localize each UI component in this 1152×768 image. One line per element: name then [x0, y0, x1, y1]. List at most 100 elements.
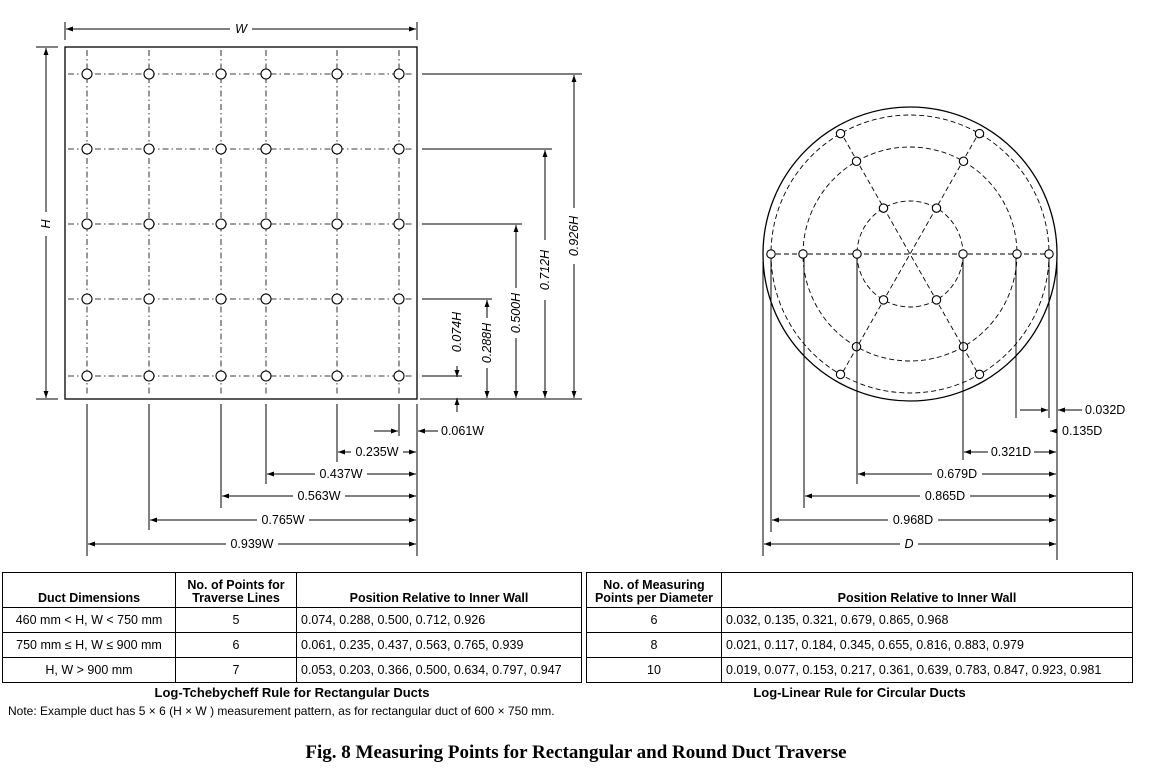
dim-0-288h: 0.288H	[480, 322, 494, 363]
rect-measuring-point	[260, 370, 272, 382]
round-measuring-point	[878, 203, 889, 213]
dim-0-563w: 0.563W	[297, 489, 340, 503]
rect-measuring-point	[215, 218, 227, 230]
rect-measuring-point	[143, 370, 155, 382]
example-note: Note: Example duct has 5 × 6 (H × W ) me…	[8, 704, 555, 718]
dim-0-437w: 0.437W	[319, 467, 362, 481]
rect-measuring-point	[215, 143, 227, 155]
dim-0-926h: 0.926H	[567, 215, 581, 256]
round-measuring-point	[878, 295, 889, 305]
dim-0-074h: 0.074H	[450, 311, 464, 352]
rect-measuring-point	[215, 293, 227, 305]
rect-measuring-point	[393, 68, 405, 80]
rect-measuring-point	[215, 68, 227, 80]
col-traverse-points: No. of Points for Traverse Lines	[175, 572, 297, 608]
rect-measuring-point	[143, 68, 155, 80]
table-cell: 6	[175, 632, 297, 658]
dim-0-235w: 0.235W	[355, 445, 398, 459]
round-measuring-point	[931, 203, 942, 213]
round-measuring-point	[958, 249, 968, 259]
rect-measuring-point	[143, 293, 155, 305]
round-measuring-point	[766, 249, 776, 259]
rect-measuring-point	[393, 370, 405, 382]
rect-measuring-point	[331, 218, 343, 230]
round-measuring-point	[958, 156, 969, 167]
rect-measuring-point	[260, 143, 272, 155]
rect-vertical-traverse-lines	[86, 50, 400, 395]
rect-measuring-point	[81, 218, 93, 230]
rect-measuring-point	[393, 293, 405, 305]
col-position-round: Position Relative to Inner Wall	[721, 572, 1133, 608]
height-label: H	[39, 219, 53, 229]
dim-0-061w: 0.061W	[441, 424, 484, 438]
rect-measuring-point	[331, 68, 343, 80]
rect-measuring-point	[81, 293, 93, 305]
round-measuring-point	[798, 249, 808, 259]
dim-0-032d: 0.032D	[1085, 403, 1125, 417]
rect-measuring-points	[81, 68, 405, 382]
round-duct	[762, 106, 1082, 560]
round-measuring-point	[835, 128, 846, 139]
table-row: 8 0.021, 0.117, 0.184, 0.345, 0.655, 0.8…	[586, 632, 1133, 658]
table-cell: 0.053, 0.203, 0.366, 0.500, 0.634, 0.797…	[296, 657, 582, 683]
rect-measuring-point	[260, 293, 272, 305]
table-cell: 0.074, 0.288, 0.500, 0.712, 0.926	[296, 607, 582, 633]
round-table-caption: Log-Linear Rule for Circular Ducts	[753, 685, 966, 700]
table-cell: H, W > 900 mm	[2, 657, 176, 683]
round-measuring-point	[851, 156, 862, 167]
table-row: 750 mm ≤ H, W ≤ 900 mm 6 0.061, 0.235, 0…	[2, 632, 582, 658]
dim-0-321d: 0.321D	[991, 445, 1031, 459]
rectangular-duct	[36, 22, 582, 556]
dim-0-135d: 0.135D	[1062, 424, 1102, 438]
round-measuring-point	[974, 369, 985, 380]
table-cell: 8	[586, 632, 722, 658]
rect-table-caption: Log-Tchebycheff Rule for Rectangular Duc…	[154, 685, 430, 700]
dim-0-765w: 0.765W	[261, 513, 304, 527]
table-cell: 7	[175, 657, 297, 683]
dim-0-500h: 0.500H	[509, 292, 523, 333]
round-measuring-point	[852, 249, 862, 259]
table-row: 460 mm < H, W < 750 mm 5 0.074, 0.288, 0…	[2, 607, 582, 633]
rect-measuring-point	[331, 293, 343, 305]
duct-traverse-diagram: W H 0.074H 0.288H 0.500H 0.712H 0.926H 0…	[36, 22, 1125, 560]
width-label: W	[235, 22, 248, 36]
round-measuring-point	[974, 128, 985, 139]
rect-measuring-point	[393, 218, 405, 230]
col-position-rect: Position Relative to Inner Wall	[296, 572, 582, 608]
table-cell: 0.032, 0.135, 0.321, 0.679, 0.865, 0.968	[721, 607, 1133, 633]
dim-0-968d: 0.968D	[893, 513, 933, 527]
dim-d: D	[904, 537, 913, 551]
table-cell: 5	[175, 607, 297, 633]
table-cell: 460 mm < H, W < 750 mm	[2, 607, 176, 633]
rect-measuring-point	[143, 218, 155, 230]
table-cell: 750 mm ≤ H, W ≤ 900 mm	[2, 632, 176, 658]
rect-measuring-point	[331, 370, 343, 382]
round-measuring-point	[1012, 249, 1022, 259]
round-measuring-point	[1044, 249, 1054, 259]
rect-horizontal-traverse-lines	[68, 73, 414, 377]
dim-0-865d: 0.865D	[925, 489, 965, 503]
table-row: 6 0.032, 0.135, 0.321, 0.679, 0.865, 0.9…	[586, 607, 1133, 633]
rect-measuring-point	[81, 370, 93, 382]
table-cell: 0.019, 0.077, 0.153, 0.217, 0.361, 0.639…	[721, 657, 1133, 683]
table-cell: 6	[586, 607, 722, 633]
figure-title: Fig. 8 Measuring Points for Rectangular …	[305, 742, 847, 763]
table-row: 10 0.019, 0.077, 0.153, 0.217, 0.361, 0.…	[586, 657, 1133, 683]
rect-measuring-point	[260, 218, 272, 230]
table-cell: 0.021, 0.117, 0.184, 0.345, 0.655, 0.816…	[721, 632, 1133, 658]
rect-duct-outline	[64, 46, 418, 400]
col-points-per-diameter: No. of Measuring Points per Diameter	[586, 572, 722, 608]
dim-0-939w: 0.939W	[230, 537, 273, 551]
table-row: H, W > 900 mm 7 0.053, 0.203, 0.366, 0.5…	[2, 657, 582, 683]
round-measuring-point	[835, 369, 846, 380]
table-cell: 0.061, 0.235, 0.437, 0.563, 0.765, 0.939	[296, 632, 582, 658]
dim-0-679d: 0.679D	[937, 467, 977, 481]
round-measuring-points	[766, 128, 1054, 380]
table-cell: 10	[586, 657, 722, 683]
round-measuring-point	[931, 295, 942, 305]
rect-measuring-point	[260, 68, 272, 80]
rect-measuring-point	[331, 143, 343, 155]
rect-measuring-point	[143, 143, 155, 155]
rect-duct-table: Duct Dimensions No. of Points for Traver…	[2, 572, 582, 683]
rect-measuring-point	[393, 143, 405, 155]
